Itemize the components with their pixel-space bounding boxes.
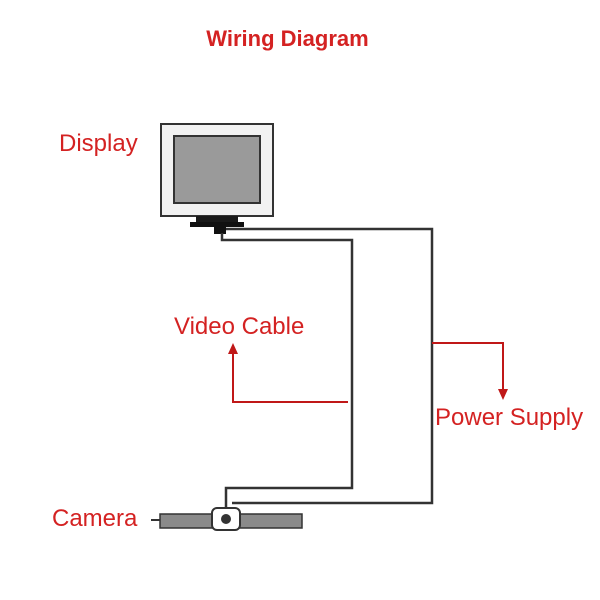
display-monitor [160,123,274,234]
monitor-base [190,222,244,227]
power-supply-label: Power Supply [435,404,584,431]
power-cable [226,227,434,505]
video-cable [220,233,354,508]
power-supply-arrow [432,342,508,400]
monitor-stand [196,216,238,222]
monitor-screen [173,135,261,204]
camera-lens [221,514,231,524]
video-cable-label: Video Cable [174,313,305,340]
monitor-base-foot [214,227,226,234]
camera-label: Camera [52,505,138,532]
display-label: Display [59,130,138,157]
video-cable-arrow [228,343,348,403]
camera-device [159,507,303,531]
diagram-title: Wiring Diagram [206,26,369,51]
